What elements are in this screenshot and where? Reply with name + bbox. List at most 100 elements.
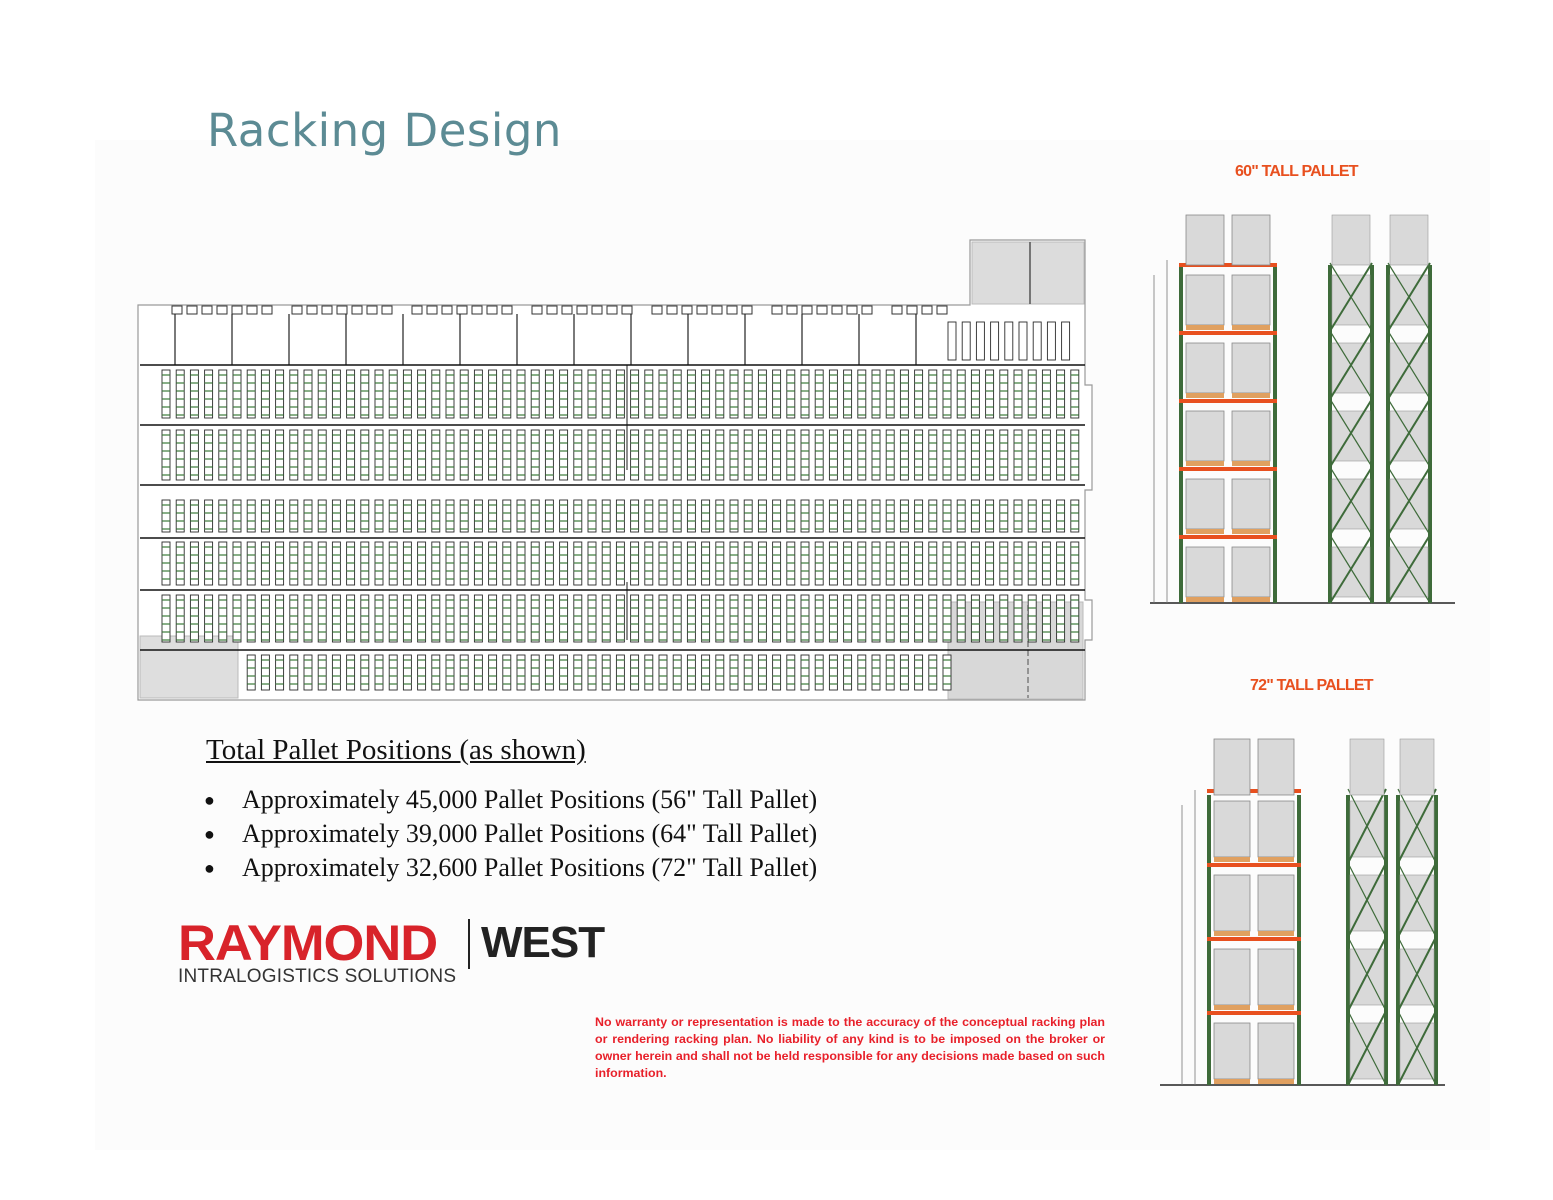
rack-bay [175, 429, 185, 481]
pallet-base [1214, 1079, 1250, 1084]
pallet-load [1257, 800, 1295, 858]
rack-bay [275, 594, 285, 643]
rack-bay [743, 499, 753, 533]
rack-bay [990, 321, 1000, 361]
rack-bay [246, 369, 256, 419]
rack-bay [1027, 429, 1037, 481]
pallet-base [1214, 857, 1250, 862]
rack-bay [956, 594, 966, 643]
rack-bay [644, 499, 654, 533]
rack-bay [587, 541, 597, 586]
rack-bay [303, 654, 313, 691]
rack-bay [701, 654, 711, 691]
rack-bay [587, 369, 597, 419]
rack-bay [417, 499, 427, 533]
rack-bay [786, 429, 796, 481]
rack-bay [544, 369, 554, 419]
rack-bay [999, 499, 1009, 533]
elevation-72in-label: 72" TALL PALLET [1250, 677, 1374, 694]
rack-bay [772, 429, 782, 481]
rack-bay [885, 541, 895, 586]
rack-bay [701, 429, 711, 481]
upright [1273, 265, 1277, 603]
rack-bay [630, 429, 640, 481]
rack-bay [828, 429, 838, 481]
rack-bay [843, 654, 853, 691]
rack-bay [1032, 321, 1042, 361]
dock-door [936, 305, 948, 315]
rack-bay [1070, 429, 1080, 481]
rack-bay [402, 369, 412, 419]
rack-bay [814, 369, 824, 419]
dock-door [351, 305, 363, 315]
dock-door [786, 305, 798, 315]
dock-door [471, 305, 483, 315]
rack-bay [459, 594, 469, 643]
pallet-load [1213, 1022, 1251, 1080]
rack-bay [573, 654, 583, 691]
logo-divider [468, 919, 470, 969]
rack-bay [743, 654, 753, 691]
rack-bay [204, 499, 214, 533]
rack-bay [544, 594, 554, 643]
rack-bay [914, 499, 924, 533]
rack-bay [218, 369, 228, 419]
rack-bay [445, 499, 455, 533]
rack-bay [942, 594, 952, 643]
dock-door [651, 305, 663, 315]
rack-bay [1056, 541, 1066, 586]
rack-bay [686, 654, 696, 691]
rack-bay [772, 369, 782, 419]
dock-door [741, 305, 753, 315]
rack-bay [843, 429, 853, 481]
rack-bay [516, 499, 526, 533]
rack-bay [615, 654, 625, 691]
rack-bay [644, 541, 654, 586]
rack-bay [686, 594, 696, 643]
pallet-base [1232, 461, 1270, 466]
dock-door [231, 305, 243, 315]
rack-bay [757, 594, 767, 643]
rack-bay [928, 594, 938, 643]
rack-bay [246, 594, 256, 643]
rack-bay [1013, 541, 1023, 586]
pallet-base [1186, 325, 1224, 330]
rack-bay [374, 654, 384, 691]
rack-bay [715, 429, 725, 481]
rack-bay [743, 541, 753, 586]
rack-bay [885, 654, 895, 691]
logo-brand-name: RAYMOND [178, 915, 438, 971]
rack-bay [459, 654, 469, 691]
beam [1179, 467, 1277, 471]
rack-bay [275, 499, 285, 533]
rack-bay [431, 594, 441, 643]
raymond-west-logo: RAYMOND WEST INTRALOGISTICS SOLUTIONS [178, 914, 608, 994]
rack-bay [928, 429, 938, 481]
rack-bay [644, 654, 654, 691]
rack-bay [871, 499, 881, 533]
rack-bay [814, 541, 824, 586]
rack-bay [786, 541, 796, 586]
rack-bay [175, 541, 185, 586]
dock-door [201, 305, 213, 315]
rack-bay [999, 594, 1009, 643]
rack-bay [473, 499, 483, 533]
rack-bay [559, 499, 569, 533]
rack-bay [772, 499, 782, 533]
rack-bay [701, 369, 711, 419]
rack-bay [658, 369, 668, 419]
dock-door [381, 305, 393, 315]
rack-bay [658, 654, 668, 691]
beam [1207, 863, 1301, 867]
rack-bay [246, 499, 256, 533]
rack-bay [658, 499, 668, 533]
dock-door [846, 305, 858, 315]
rack-bay [502, 541, 512, 586]
rack-bay [502, 499, 512, 533]
side-frame [1346, 738, 1388, 1086]
rack-bay [1056, 429, 1066, 481]
rack-bay [417, 369, 427, 419]
rack-bay [232, 541, 242, 586]
rack-bay [530, 429, 540, 481]
rack-bay [530, 541, 540, 586]
